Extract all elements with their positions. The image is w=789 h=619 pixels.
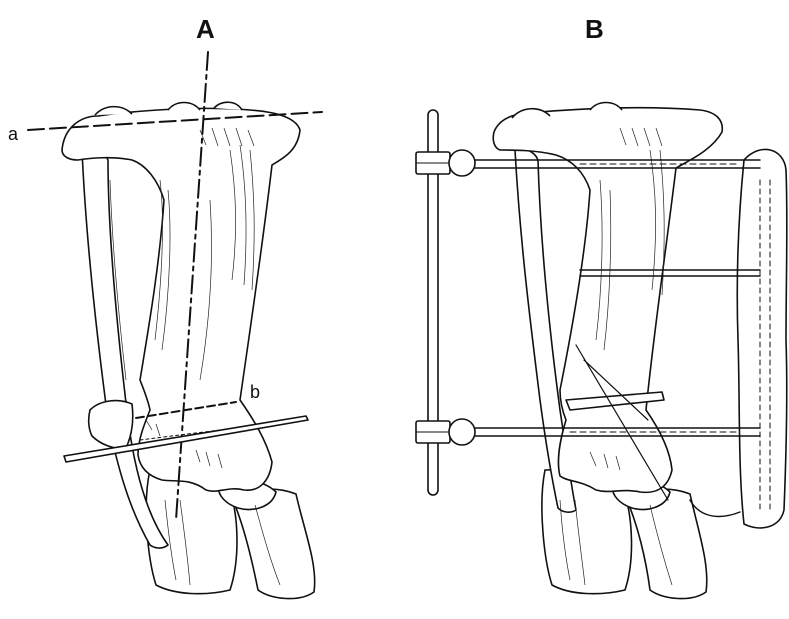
panel-a-label: A [196,14,215,44]
panel-a-line-a-label: a [8,124,19,144]
panel-a-line-b-label: b [250,382,260,402]
panel-b-wire-loop [690,500,740,516]
panel-b-upper-clamp [416,150,475,176]
panel-b-lower-clamp [416,419,475,445]
panel-a-malleolus [89,401,133,449]
panel-a: A a b [8,14,322,599]
panel-b: B [416,14,787,599]
panel-b-label: B [585,14,604,44]
panel-b-cast [737,149,787,528]
